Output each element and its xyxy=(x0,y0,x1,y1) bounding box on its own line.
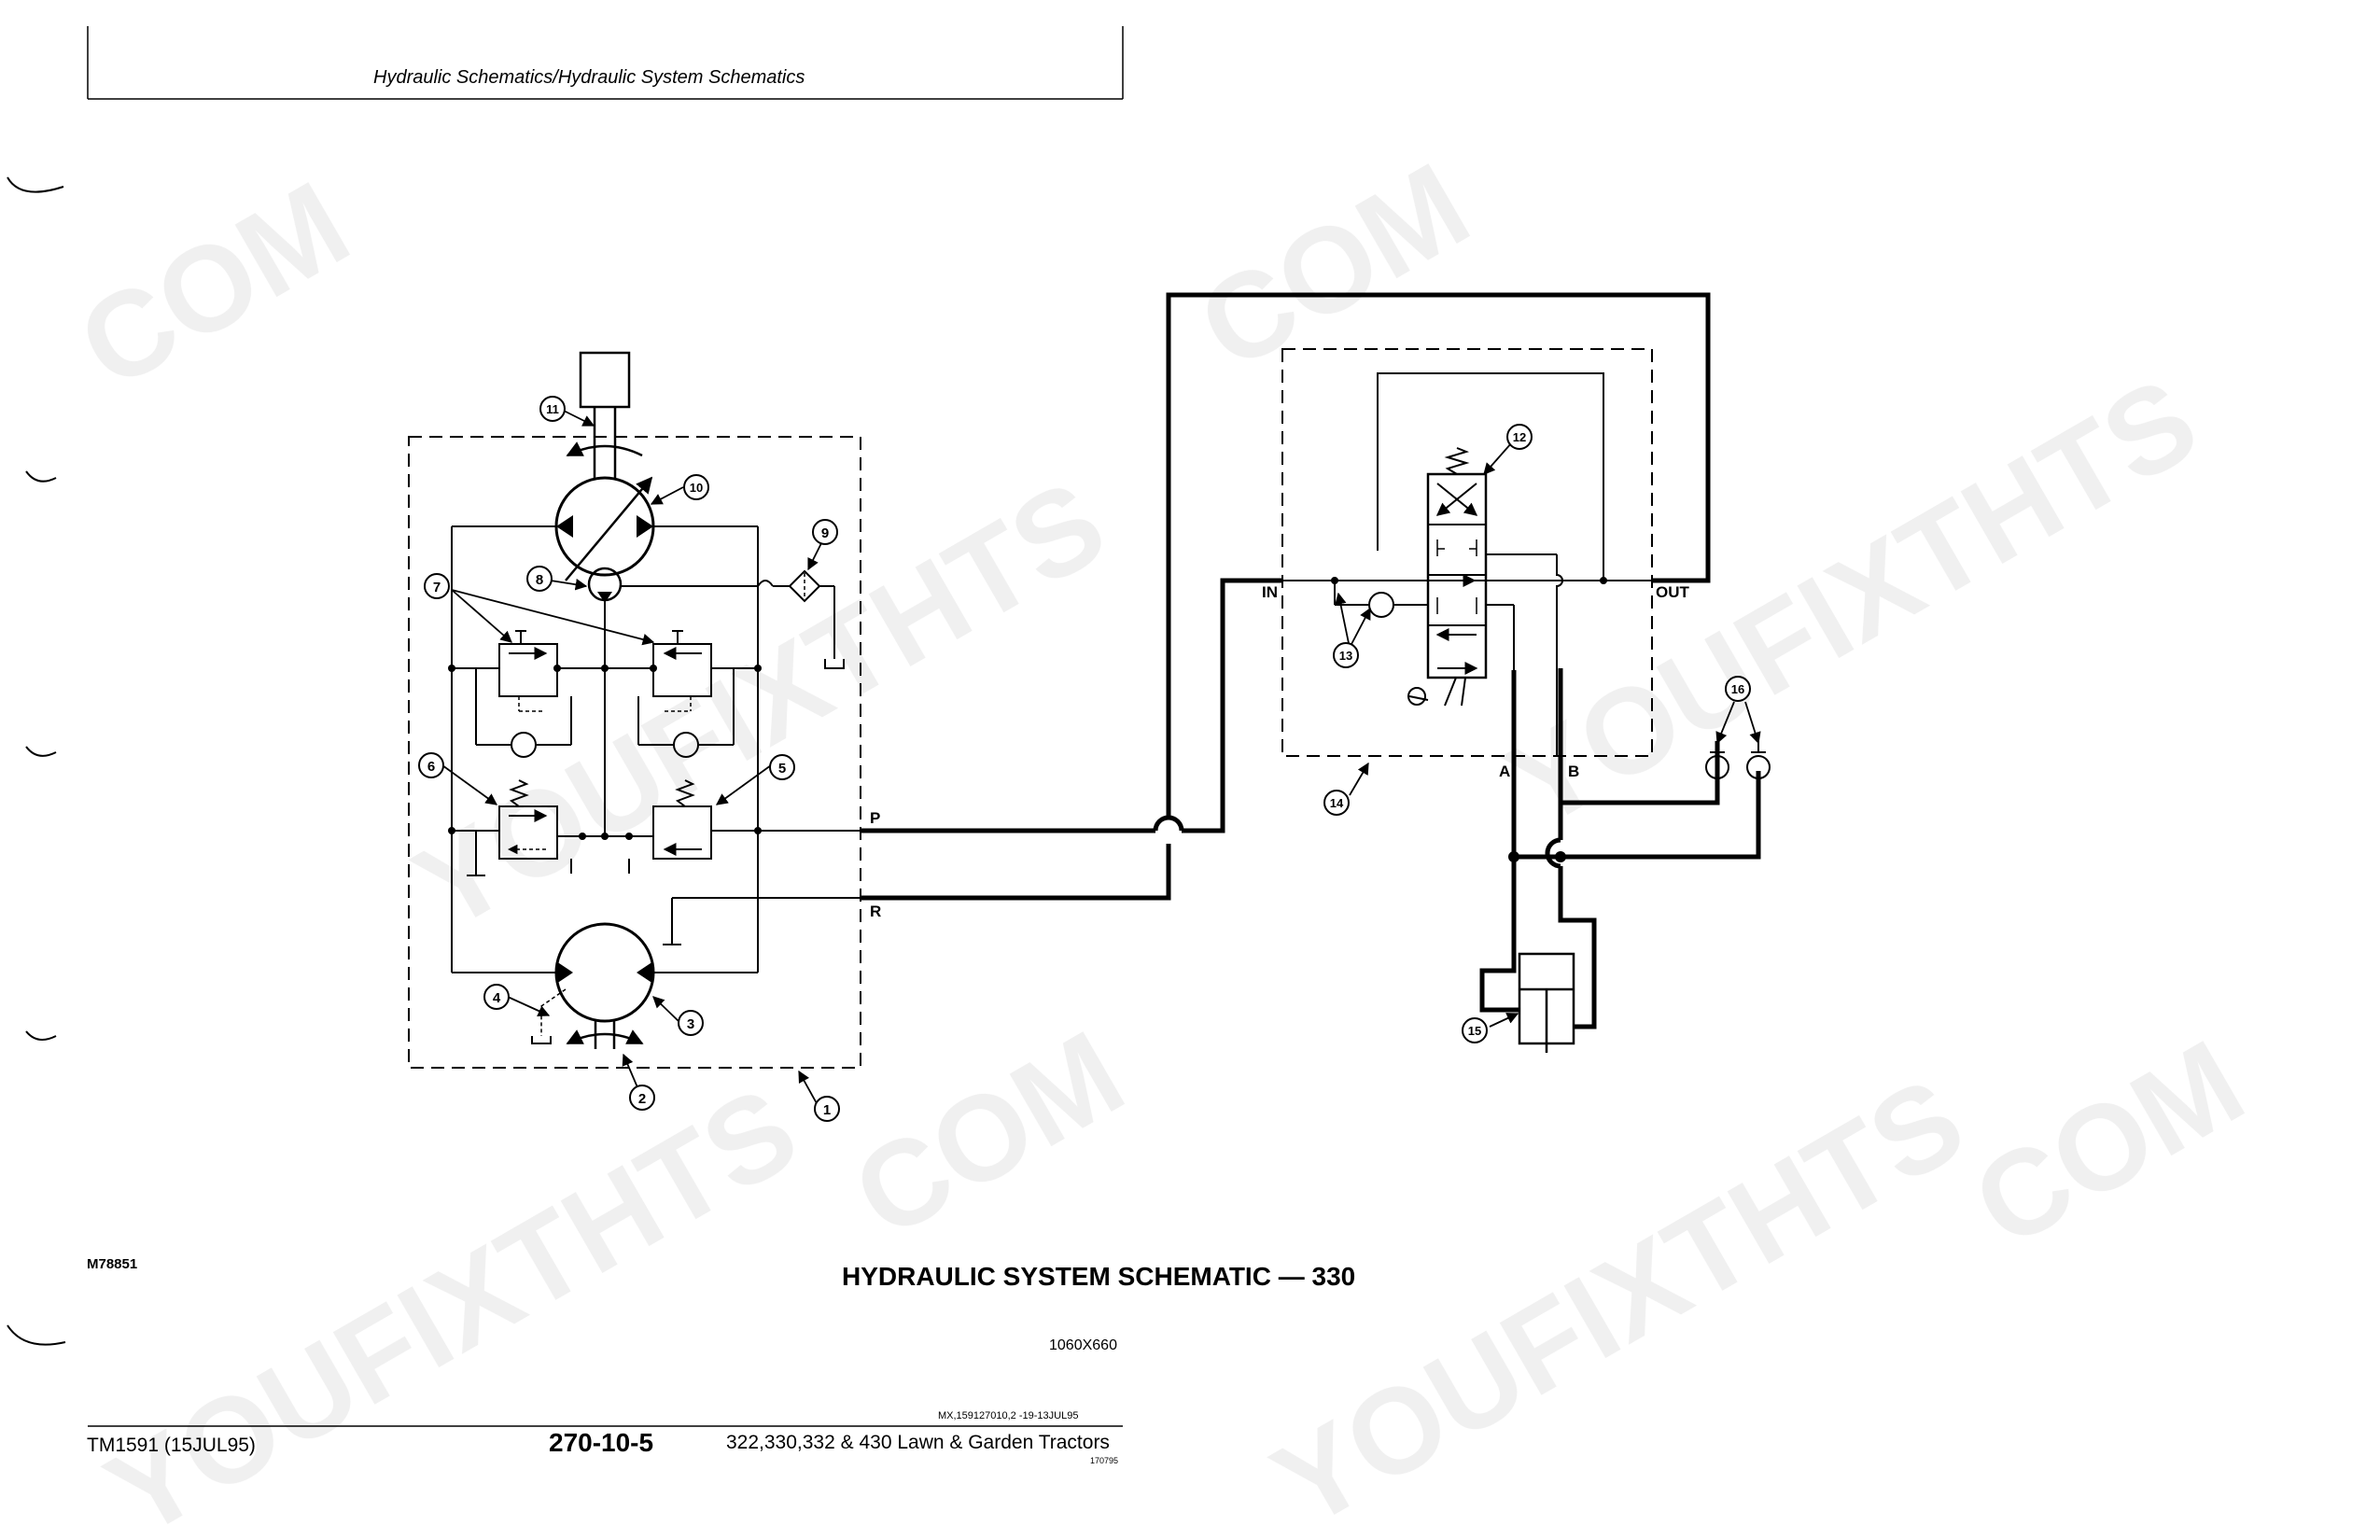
callouts: 1 2 3 4 5 6 7 8 9 10 11 12 13 14 15 16 xyxy=(418,396,1751,1122)
figure-id: M78851 xyxy=(87,1256,138,1272)
svg-text:COM: COM xyxy=(57,155,371,414)
valve-left-upper xyxy=(498,643,558,697)
check-valve-left xyxy=(511,732,537,758)
svg-text:12: 12 xyxy=(1513,430,1526,444)
svg-text:COM: COM xyxy=(1952,1014,2265,1273)
svg-text:10: 10 xyxy=(690,481,703,495)
check-valve-13 xyxy=(1368,592,1394,618)
svg-text:5: 5 xyxy=(778,761,786,777)
svg-text:COM: COM xyxy=(1177,136,1491,396)
size-code: 1060X660 xyxy=(1049,1337,1117,1353)
svg-text:4: 4 xyxy=(493,990,501,1006)
port-a: A xyxy=(1499,763,1510,780)
relief-valve-6 xyxy=(498,805,558,860)
svg-text:11: 11 xyxy=(546,402,559,416)
svg-text:13: 13 xyxy=(1339,649,1352,663)
callout-13: 13 xyxy=(1333,642,1359,668)
port-in: IN xyxy=(1262,583,1278,601)
svg-text:YOUFIXTHTS: YOUFIXTHTS xyxy=(1485,351,2219,853)
svg-text:8: 8 xyxy=(536,572,543,588)
callout-11: 11 xyxy=(539,396,566,422)
callout-4: 4 xyxy=(483,984,510,1010)
pump-enclosure xyxy=(408,436,861,1069)
callout-9: 9 xyxy=(812,519,838,545)
callout-3: 3 xyxy=(678,1010,704,1036)
svg-text:COM: COM xyxy=(832,1004,1145,1264)
callout-leaders xyxy=(441,410,1761,1106)
page-number: 270-10-5 xyxy=(549,1428,654,1457)
callout-7: 7 xyxy=(424,573,450,599)
lift-cylinder xyxy=(1518,952,1575,1053)
date-stamp: 170795 xyxy=(1090,1456,1119,1465)
figure-title: HYDRAULIC SYSTEM SCHEMATIC — 330 xyxy=(842,1262,1356,1291)
svg-text:3: 3 xyxy=(687,1016,694,1032)
svg-text:YOUFIXTHTS: YOUFIXTHTS xyxy=(393,454,1127,956)
callout-6: 6 xyxy=(418,752,444,778)
port-labels: P R IN OUT A B xyxy=(870,583,1690,920)
port-b: B xyxy=(1568,763,1579,780)
port-p: P xyxy=(870,809,880,827)
svg-text:7: 7 xyxy=(433,580,441,595)
svg-text:YOUFIXTHTS: YOUFIXTHTS xyxy=(85,1060,819,1540)
binder-marks xyxy=(7,176,66,1346)
manual-id: TM1591 (15JUL95) xyxy=(87,1435,256,1456)
svg-text:9: 9 xyxy=(821,525,829,541)
svg-text:2: 2 xyxy=(638,1091,646,1107)
port-out: OUT xyxy=(1656,583,1690,601)
callout-10: 10 xyxy=(683,474,709,500)
svg-text:6: 6 xyxy=(427,759,435,775)
watermark: COM COM COM COM YOUFIXTHTS YOUFIXTHTS YO… xyxy=(57,136,2265,1540)
doc-code: MX,159127010,2 -19-13JUL95 xyxy=(938,1410,1079,1421)
header-title: Hydraulic Schematics/Hydraulic System Sc… xyxy=(373,67,805,88)
valve-lever xyxy=(1407,687,1426,706)
callout-5: 5 xyxy=(769,754,795,780)
callout-8: 8 xyxy=(526,566,553,592)
callout-1: 1 xyxy=(814,1096,840,1122)
svg-text:15: 15 xyxy=(1468,1024,1481,1038)
connecting-lines xyxy=(861,292,1761,1029)
callout-14: 14 xyxy=(1323,790,1350,816)
svg-text:YOUFIXTHTS: YOUFIXTHTS xyxy=(1252,1051,1985,1540)
callout-2: 2 xyxy=(629,1085,655,1111)
callout-12: 12 xyxy=(1506,424,1533,450)
filter xyxy=(788,569,821,603)
callout-15: 15 xyxy=(1462,1017,1488,1043)
valve-enclosure xyxy=(1281,348,1653,757)
models-text: 322,330,332 & 430 Lawn & Garden Tractors xyxy=(726,1432,1110,1453)
svg-text:1: 1 xyxy=(823,1102,831,1118)
header-box xyxy=(87,26,1124,100)
relief-valve-5 xyxy=(652,805,712,860)
svg-text:16: 16 xyxy=(1731,682,1744,696)
port-r: R xyxy=(870,903,881,920)
svg-text:14: 14 xyxy=(1330,796,1344,810)
control-valve-assembly xyxy=(1281,348,1653,757)
engine-box xyxy=(579,351,631,409)
callout-16: 16 xyxy=(1725,676,1751,702)
rotation-arrow xyxy=(566,441,643,457)
